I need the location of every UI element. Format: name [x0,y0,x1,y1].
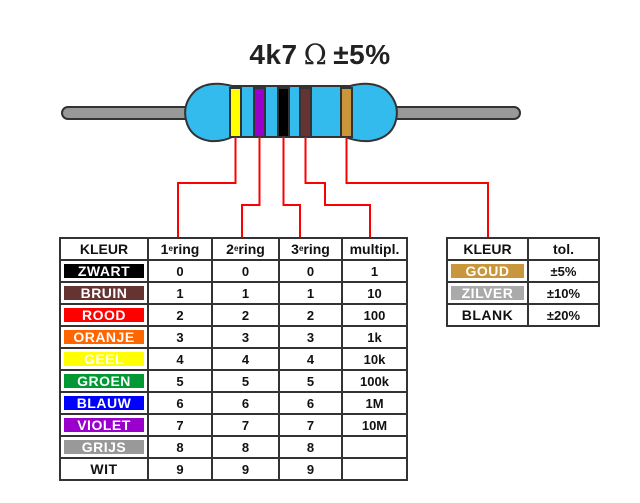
cell-mult-wit [341,457,408,481]
cell-r2-groen: 5 [211,369,280,393]
cell-r3-oranje: 3 [278,325,343,349]
color-label-wit: WIT [59,457,149,481]
color-label-blauw: BLAUW [59,391,149,415]
tol-swatch-goud: GOUD [451,263,524,279]
cell-mult-rood: 100 [341,303,408,327]
header-tol-kleur: KLEUR [446,237,529,261]
cell-r2-zwart: 0 [211,259,280,283]
cell-r2-oranje: 3 [211,325,280,349]
cell-r3-violet: 7 [278,413,343,437]
color-swatch-zwart: ZWART [64,263,144,279]
color-label-groen: GROEN [59,369,149,393]
tol-value-blank: ±20% [527,303,600,327]
cell-r2-blauw: 6 [211,391,280,415]
color-label-oranje: ORANJE [59,325,149,349]
connector-ring3 [282,137,301,237]
band-zwart [277,87,290,138]
cell-r2-geel: 4 [211,347,280,371]
resistor-lead-right [379,106,521,120]
tol-swatch-zilver: ZILVER [451,285,524,301]
cell-r3-rood: 2 [278,303,343,327]
cell-mult-bruin: 10 [341,281,408,305]
cell-r3-grijs: 8 [278,435,343,459]
color-swatch-violet: VIOLET [64,417,144,433]
color-swatch-bruin: BRUIN [64,285,144,301]
cell-r1-grijs: 8 [147,435,213,459]
cell-r3-blauw: 6 [278,391,343,415]
color-swatch-groen: GROEN [64,373,144,389]
cell-r2-rood: 2 [211,303,280,327]
connector-multiplier [304,137,371,237]
title-value: 4k7 [249,39,298,70]
color-swatch-wit: WIT [64,461,144,477]
band-geel [229,87,242,138]
color-swatch-blauw: BLAUW [64,395,144,411]
ohm-symbol: Ω [303,38,328,71]
cell-r2-grijs: 8 [211,435,280,459]
color-label-grijs: GRIJS [59,435,149,459]
band-goud [340,87,353,138]
cell-mult-zwart: 1 [341,259,408,283]
connector-ring1 [177,137,237,237]
cell-r3-bruin: 1 [278,281,343,305]
tol-value-zilver: ±10% [527,281,600,305]
cell-r2-violet: 7 [211,413,280,437]
band-bruin [299,87,312,138]
tol-color-label-blank: BLANK [446,303,529,327]
cell-mult-violet: 10M [341,413,408,437]
cell-r1-groen: 5 [147,369,213,393]
cell-mult-blauw: 1M [341,391,408,415]
cell-r1-violet: 7 [147,413,213,437]
cell-r1-zwart: 0 [147,259,213,283]
cell-r3-geel: 4 [278,347,343,371]
cell-r1-oranje: 3 [147,325,213,349]
header-kleur: KLEUR [59,237,149,261]
resistor-lead-left [61,106,203,120]
cell-mult-geel: 10k [341,347,408,371]
cell-r1-wit: 9 [147,457,213,481]
color-swatch-grijs: GRIJS [64,439,144,455]
header-multiplier: multipl. [341,237,408,261]
title-tolerance: ±5% [333,39,391,70]
color-swatch-geel: GEEL [64,351,144,367]
color-label-geel: GEEL [59,347,149,371]
color-label-bruin: BRUIN [59,281,149,305]
cell-mult-groen: 100k [341,369,408,393]
cell-r1-blauw: 6 [147,391,213,415]
color-swatch-oranje: ORANJE [64,329,144,345]
cell-r1-bruin: 1 [147,281,213,305]
tol-swatch-blank: BLANK [451,307,524,323]
resistor-body [184,82,398,143]
connector-tolerance [345,137,489,237]
connector-ring2 [241,137,261,237]
tol-color-label-goud: GOUD [446,259,529,283]
tol-color-label-zilver: ZILVER [446,281,529,305]
cell-r1-rood: 2 [147,303,213,327]
color-label-zwart: ZWART [59,259,149,283]
cell-mult-grijs [341,435,408,459]
header-tol: tol. [527,237,600,261]
cell-r3-zwart: 0 [278,259,343,283]
cell-r1-geel: 4 [147,347,213,371]
cell-r3-wit: 9 [278,457,343,481]
cell-r2-bruin: 1 [211,281,280,305]
tol-value-goud: ±5% [527,259,600,283]
band-violet [253,87,266,138]
cell-r3-groen: 5 [278,369,343,393]
color-swatch-rood: ROOD [64,307,144,323]
color-label-violet: VIOLET [59,413,149,437]
cell-r2-wit: 9 [211,457,280,481]
cell-mult-oranje: 1k [341,325,408,349]
color-label-rood: ROOD [59,303,149,327]
